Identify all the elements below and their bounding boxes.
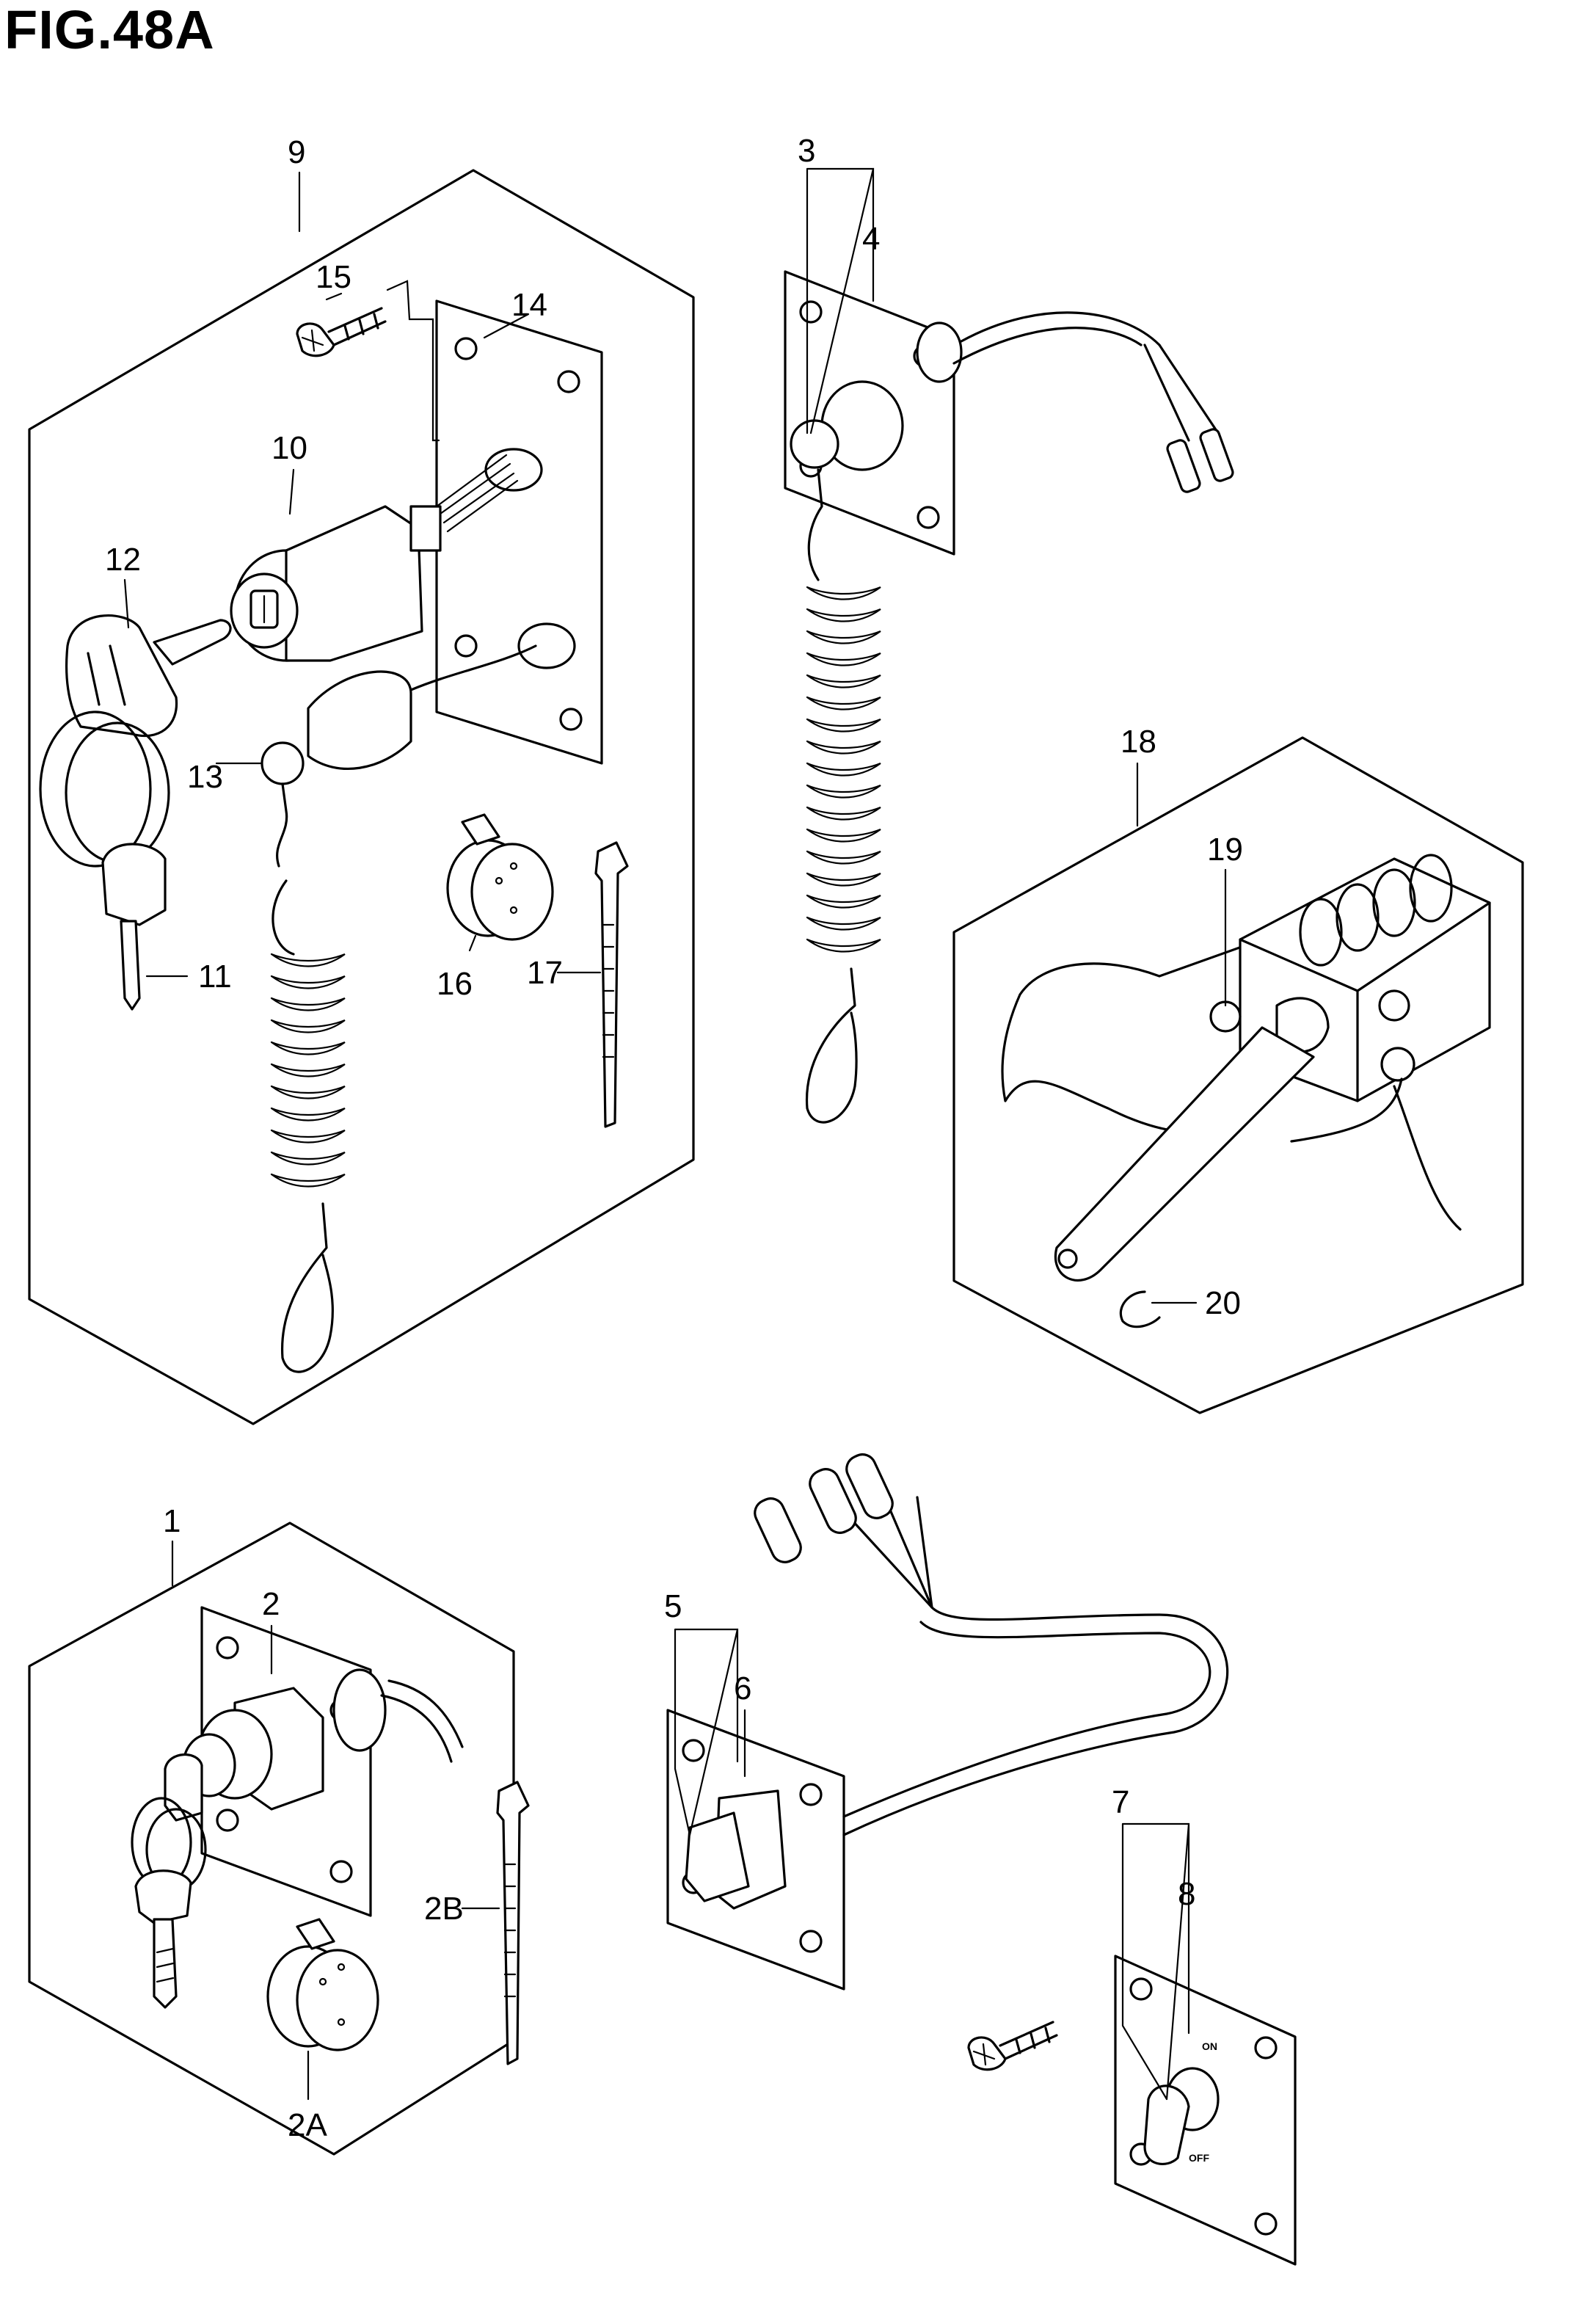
callouts: 9 15 14 10 12 13 11 16 17 3 4 18 19 20 1…	[105, 133, 1243, 2143]
stop-switch-3-4	[784, 270, 1234, 1124]
callout-15: 15	[316, 259, 351, 295]
callout-17: 17	[527, 955, 563, 991]
figure-title: FIG.48A	[4, 0, 215, 60]
coil-cord-9	[270, 879, 346, 1373]
callout-7: 7	[1112, 1784, 1129, 1820]
callout-2: 2	[262, 1586, 280, 1622]
callout-2B: 2B	[424, 1891, 464, 1927]
callout-19: 19	[1207, 832, 1243, 868]
callout-20: 20	[1205, 1285, 1241, 1321]
remote-control-18	[952, 736, 1524, 1414]
callout-14: 14	[511, 287, 547, 323]
callout-8: 8	[1178, 1876, 1195, 1912]
off-mark: OFF	[1189, 2152, 1209, 2164]
callout-12: 12	[105, 542, 141, 578]
kit-9-panel	[28, 169, 695, 1425]
callout-5: 5	[664, 1588, 682, 1624]
coil-cord-3	[805, 586, 881, 1124]
callout-11: 11	[198, 959, 232, 995]
on-mark: ON	[1202, 2040, 1217, 2052]
callout-13: 13	[187, 759, 223, 795]
callout-6: 6	[734, 1671, 751, 1706]
kit-1-panel	[28, 1522, 530, 2156]
stop-switch-5-6	[666, 1453, 1229, 1991]
callout-10: 10	[272, 430, 307, 466]
callout-3: 3	[798, 133, 815, 169]
callout-9: 9	[288, 134, 305, 170]
on-off-switch-7-8: ON OFF	[967, 1955, 1297, 2266]
callout-2A: 2A	[288, 2107, 327, 2143]
callout-4: 4	[862, 221, 880, 257]
callout-16: 16	[437, 966, 473, 1002]
leader-lines	[123, 167, 1227, 2101]
callout-1: 1	[163, 1503, 181, 1539]
callout-18: 18	[1121, 724, 1156, 760]
